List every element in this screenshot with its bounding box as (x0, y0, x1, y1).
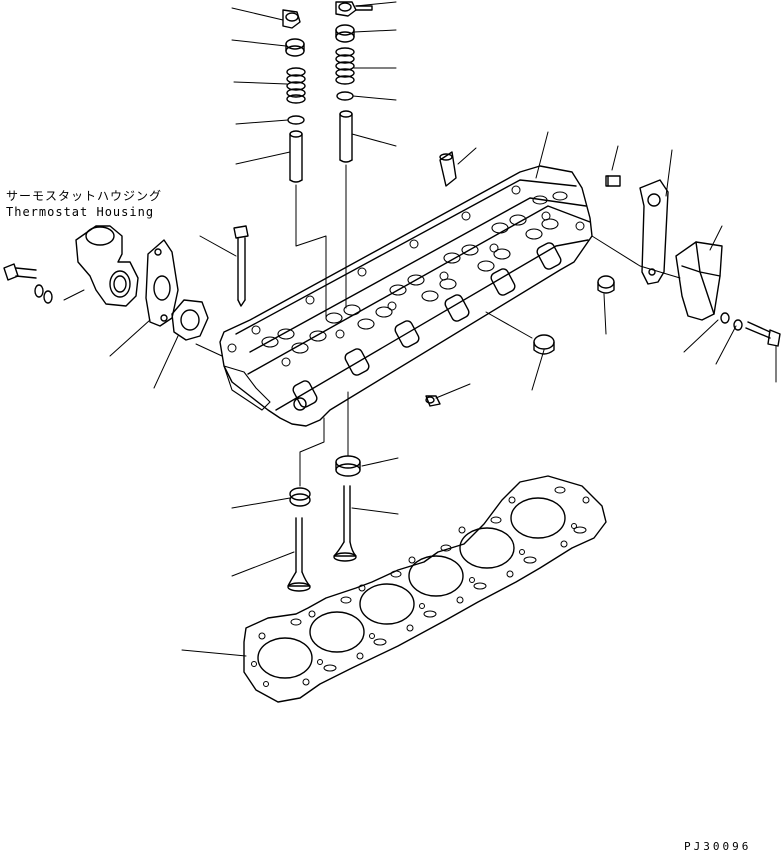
expansion-plug-side (534, 335, 554, 354)
valve-cap-left (283, 10, 300, 28)
bracket-lock-washer (721, 313, 729, 323)
gasket-bore-2 (310, 612, 364, 652)
cylinder-head (220, 166, 592, 426)
spring-washer-right (337, 92, 353, 100)
housing-bolt (4, 264, 36, 280)
housing-lock-washer (35, 285, 43, 297)
gasket-holes (252, 497, 590, 687)
drawing-code: PJ30096 (684, 840, 752, 853)
gasket-bore-1 (258, 638, 312, 678)
exhaust-valve (334, 486, 356, 561)
intake-valve (288, 518, 310, 591)
spring-retainer-right (336, 25, 354, 42)
exhaust-ports (291, 241, 562, 409)
valve-guide-left (290, 131, 302, 182)
small-screw-top (606, 176, 620, 186)
gasket-bore-6 (511, 498, 565, 538)
thermostat-housing (76, 226, 138, 306)
gasket-water-passages (291, 487, 586, 671)
leader-lines (64, 2, 776, 656)
bracket-bolt (746, 322, 780, 346)
head-gasket (244, 476, 606, 702)
lifting-eye-plate (640, 180, 668, 284)
explode-guide-lines (296, 165, 348, 486)
bolt-holes (228, 186, 584, 366)
bracket-flat-washer (734, 320, 742, 330)
gasket-bore-3 (360, 584, 414, 624)
bracket-guide-line (592, 236, 680, 278)
valve-seal-lower-left (290, 488, 310, 506)
thermostat-housing-label-japanese: サーモスタットハウジング (6, 189, 163, 203)
expansion-plug-rear (598, 276, 614, 293)
plug-screw (426, 396, 440, 406)
lifting-bracket (676, 242, 722, 320)
dowel-tube (440, 152, 456, 186)
valve-train-left-stack (283, 10, 305, 182)
valve-cap-right (336, 2, 372, 16)
valve-train-right-stack (336, 2, 372, 162)
valve-spring-right (336, 48, 354, 84)
spring-washer-left (288, 116, 304, 124)
housing-flat-washer (44, 291, 52, 303)
valve-spring-left (287, 68, 305, 103)
spring-retainer-left (286, 39, 304, 56)
valve-seal-lower-right (336, 456, 360, 476)
thermostat-housing-label-english: Thermostat Housing (6, 205, 155, 219)
water-outlet-gasket (172, 300, 208, 340)
head-bolt (234, 226, 248, 306)
gasket-bore-4 (409, 556, 463, 596)
gasket-bore-5 (460, 528, 514, 568)
valve-guide-right (340, 111, 352, 162)
valve-bosses (262, 192, 567, 353)
